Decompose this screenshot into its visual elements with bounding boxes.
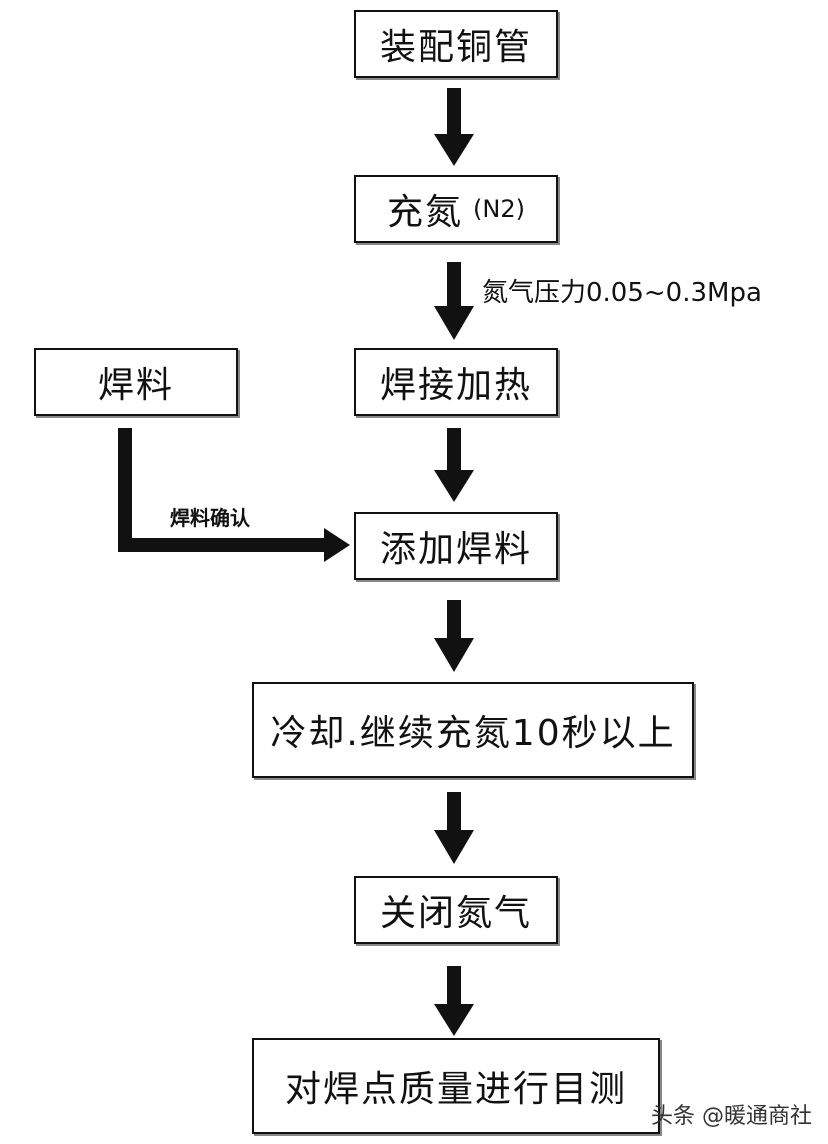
arrowhead-charge-to-heat (434, 306, 474, 340)
arrowhead-close-to-inspect (434, 1004, 474, 1036)
arrow-charge-to-heat (447, 262, 461, 310)
arrow-solder-right (118, 538, 328, 552)
arrowhead-cool-to-close (434, 830, 474, 864)
step-add-solder: 添加焊料 (354, 512, 558, 580)
arrow-close-to-inspect (447, 966, 461, 1008)
arrow-add-to-cool (447, 600, 461, 642)
step-cool-label: 冷却.继续充氮10秒以上 (270, 713, 676, 754)
watermark: 头条 @暖通商社 (651, 1104, 812, 1129)
step-inspect-label: 对焊点质量进行目测 (284, 1069, 627, 1110)
step-add-solder-label: 添加焊料 (379, 529, 532, 570)
arrow-assemble-to-charge (447, 88, 461, 138)
step-assemble-label: 装配铜管 (379, 27, 532, 68)
step-visual-inspect: 对焊点质量进行目测 (252, 1038, 660, 1134)
step-charge-label: 充氮 (387, 192, 464, 233)
step-close-nitrogen: 关闭氮气 (354, 876, 558, 944)
step-charge-sub: (N2) (473, 195, 525, 223)
arrow-solder-down (118, 428, 132, 552)
arrowhead-solder-to-add (324, 528, 350, 562)
arrow-heat-to-add (447, 428, 461, 476)
edge-label-pressure: 氮气压力0.05~0.3Mpa (482, 278, 762, 308)
solder-material-label: 焊料 (97, 365, 174, 406)
arrowhead-assemble-to-charge (434, 134, 474, 166)
step-cool-keep-nitrogen: 冷却.继续充氮10秒以上 (252, 682, 694, 778)
input-solder-material: 焊料 (34, 348, 238, 416)
edge-label-solder-confirm: 焊料确认 (170, 506, 250, 530)
step-close-label: 关闭氮气 (379, 893, 532, 934)
step-heat-label: 焊接加热 (379, 365, 532, 406)
arrowhead-add-to-cool (434, 638, 474, 672)
arrow-cool-to-close (447, 792, 461, 834)
arrowhead-heat-to-add (434, 470, 474, 502)
step-charge-nitrogen: 充氮 (N2) (354, 175, 558, 243)
step-weld-heating: 焊接加热 (354, 348, 558, 416)
step-assemble-copper-pipe: 装配铜管 (354, 10, 558, 78)
